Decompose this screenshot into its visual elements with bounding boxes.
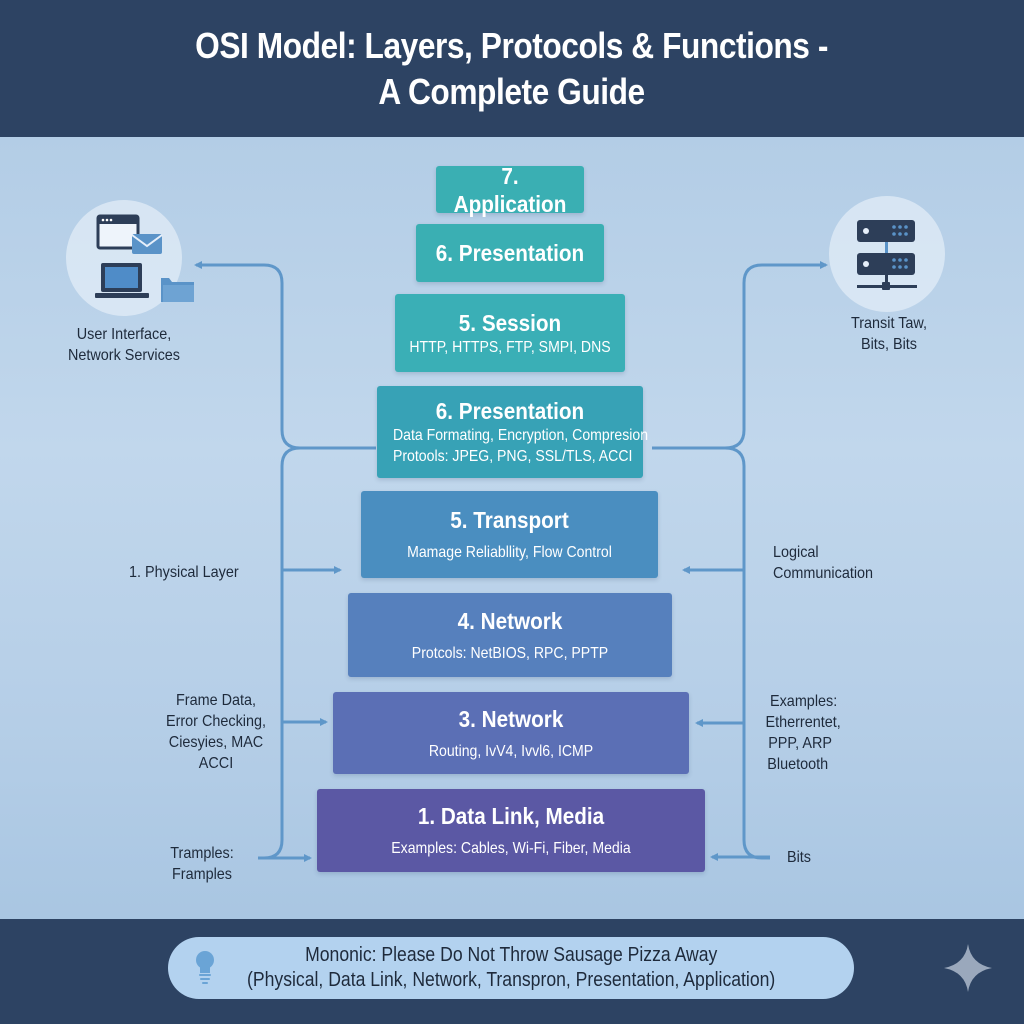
label-line: Communication — [773, 565, 874, 582]
layer-title: 5. Session — [458, 309, 562, 336]
left-label-tramples: Tramples: Framples — [161, 843, 244, 885]
label-line: 1. Physical Layer — [129, 564, 239, 581]
server-icon-group — [829, 196, 945, 312]
label-line: Etherrentet, — [765, 714, 841, 731]
title-line-2: A Complete Guide — [378, 70, 646, 112]
layer-details: Routing, IvV4, Ivvl6, ICMP — [428, 742, 594, 760]
layer-7-application[interactable]: 7. Application — [436, 163, 584, 217]
layer-title: 6. Presentation — [435, 240, 585, 266]
left-label-physical: 1. Physical Layer — [129, 562, 255, 583]
layer-title: 7. Application — [453, 162, 567, 217]
browser-window-icon — [96, 214, 140, 250]
caption-line: User Interface, — [76, 326, 172, 343]
layer-6-presentation-detail[interactable]: 6. Presentation Data Formating, Encrypti… — [377, 386, 649, 478]
mnemonic-banner: Mononic: Please Do Not Throw Sausage Piz… — [168, 937, 854, 999]
layer-details: Protools: JPEG, PNG, SSL/TLS, ACCI — [392, 448, 633, 465]
layer-6-presentation[interactable]: 6. Presentation — [416, 224, 604, 282]
layer-title: 4. Network — [457, 607, 563, 634]
layer-details: Examples: Cables, Wi-Fi, Fiber, Media — [391, 840, 631, 857]
layer-title: 1. Data Link, Media — [417, 803, 605, 829]
layer-title: 6. Presentation — [435, 398, 585, 424]
mnemonic-expansion: (Physical, Data Link, Network, Transpron… — [246, 969, 776, 991]
layer-5-transport[interactable]: 5. Transport Mamage Reliabllity, Flow Co… — [361, 491, 658, 578]
title-line-1: OSI Model: Layers, Protocols & Functions… — [195, 24, 829, 66]
laptop-icon — [95, 263, 149, 298]
label-line: Error Checking, — [165, 713, 267, 730]
left-icon-caption: User Interface, Network Services — [65, 324, 184, 366]
mnemonic-text: Mononic: Please Do Not Throw Sausage Piz… — [304, 944, 718, 966]
label-line: ACCI — [198, 755, 234, 772]
right-label-bits: Bits — [787, 847, 841, 868]
label-line: Frame Data, — [175, 692, 257, 709]
envelope-icon — [131, 234, 163, 254]
label-line: Logical — [773, 544, 819, 561]
label-line: Bits — [787, 849, 812, 866]
folder-icon — [161, 278, 194, 302]
right-icon-caption: Transit Taw, Bits, Bits — [832, 313, 945, 355]
header: OSI Model: Layers, Protocols & Functions… — [0, 0, 1024, 137]
layer-title: 3. Network — [458, 705, 564, 732]
caption-line: Network Services — [67, 347, 181, 364]
label-line: PPP, ARP — [768, 735, 832, 752]
layer-details: Data Formating, Encryption, Compresion — [392, 427, 649, 444]
label-line: Tramples: — [170, 845, 234, 862]
label-line: Framples — [171, 866, 233, 883]
layer-5-session[interactable]: 5. Session HTTP, HTTPS, FTP, SMPI, DNS — [395, 294, 625, 372]
layer-details: Protcols: NetBIOS, RPC, PPTP — [411, 644, 609, 662]
caption-line: Bits, Bits — [860, 336, 917, 353]
left-label-frame-data: Frame Data, Error Checking, Ciesyies, MA… — [158, 690, 273, 774]
layer-title: 5. Transport — [450, 507, 569, 533]
right-label-logical: Logical Communication — [773, 542, 899, 584]
layer-3-network[interactable]: 3. Network Routing, IvV4, Ivvl6, ICMP — [333, 692, 689, 774]
caption-line: Transit Taw, — [850, 315, 928, 332]
label-line: Bluetooth — [767, 756, 829, 773]
label-line: Ciesyies, MAC — [168, 734, 264, 751]
sparkle-icon — [944, 944, 992, 992]
right-label-examples: Examples: Etherrentet, PPP, ARP Bluetoot… — [766, 691, 865, 775]
page-title: OSI Model: Layers, Protocols & Functions… — [196, 23, 829, 115]
user-interface-icon-group — [66, 200, 194, 316]
server-icon — [857, 220, 917, 290]
layer-details: Mamage Reliabllity, Flow Control — [407, 544, 612, 561]
layer-1-data-link-media[interactable]: 1. Data Link, Media Examples: Cables, Wi… — [317, 789, 705, 872]
lightbulb-icon — [196, 951, 214, 984]
layer-details: HTTP, HTTPS, FTP, SMPI, DNS — [409, 338, 611, 356]
layer-4-network[interactable]: 4. Network Protcols: NetBIOS, RPC, PPTP — [348, 593, 672, 677]
label-line: Examples: — [770, 693, 838, 710]
